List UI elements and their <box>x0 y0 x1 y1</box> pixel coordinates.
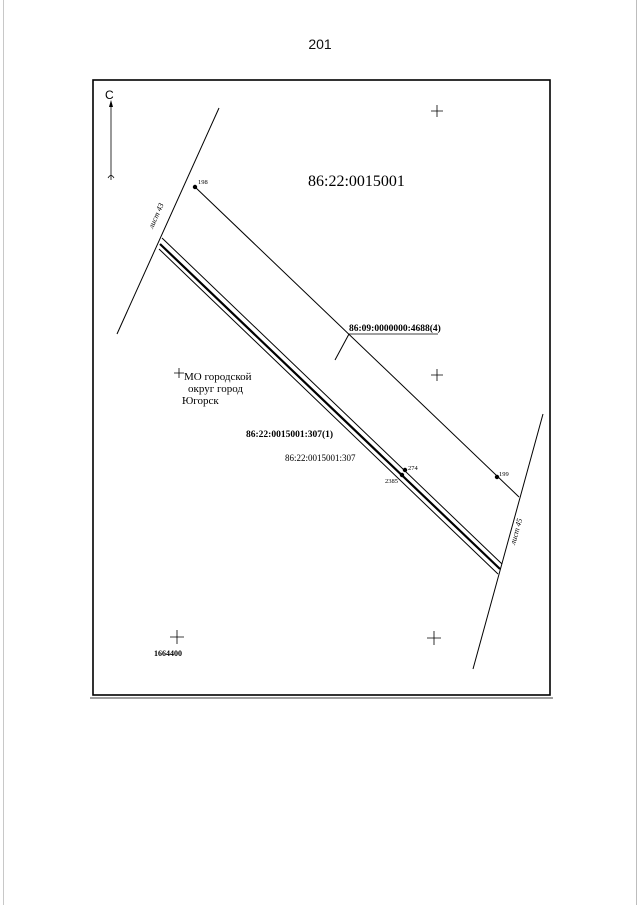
parcel-number-label: 86:22:0015001:307 <box>285 453 356 463</box>
point-label-274: 274 <box>408 465 419 472</box>
point-274 <box>402 467 408 473</box>
grid-cross <box>431 369 443 381</box>
map-frame <box>92 79 551 696</box>
grid-cross <box>170 630 184 644</box>
point-label-2385: 2385 <box>385 478 398 485</box>
grid-cross <box>427 631 441 645</box>
sheet-label-43: лист 43 <box>146 202 166 231</box>
point-label-198: 198 <box>198 179 208 186</box>
scan-edge-right <box>636 0 637 905</box>
grid-cross <box>174 368 184 378</box>
grid-cross <box>431 105 443 117</box>
sheet-boundary-line-45 <box>472 413 544 670</box>
municipality-label-line-1: МО городской <box>184 371 252 383</box>
page-number: 201 <box>308 36 332 52</box>
point-2385 <box>399 472 405 478</box>
north-arrow-icon <box>107 100 115 180</box>
parcel-label: 86:09:0000000:4688(4) <box>349 323 441 334</box>
scan-edge-left <box>3 0 4 905</box>
sheet-boundary-line-43 <box>116 107 220 335</box>
north-label: С <box>105 88 114 102</box>
sub-parcel-label: 86:22:0015001:307(1) <box>246 429 333 440</box>
point-198 <box>192 184 198 190</box>
quarter-label: 86:22:0015001 <box>308 173 405 190</box>
grid-crosses <box>170 105 443 645</box>
subparcel-boundary-outer <box>158 248 499 575</box>
point-199 <box>494 474 500 480</box>
parcel-leader-line <box>334 333 350 361</box>
point-label-199: 199 <box>499 471 509 478</box>
municipality-label-line-2: округ город <box>188 383 243 395</box>
parcel-boundary-bottom <box>161 237 503 565</box>
municipality-label-line-3: Югорск <box>182 395 219 407</box>
parcel-boundary-top <box>193 185 520 498</box>
coordinate-label: 1664400 <box>154 649 182 658</box>
subparcel-boundary <box>159 243 501 570</box>
